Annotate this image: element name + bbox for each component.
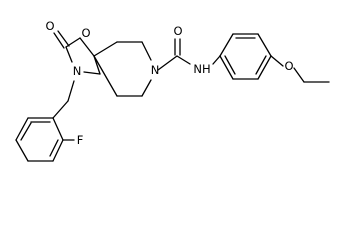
bond-ar-1	[219, 33, 234, 57]
atom-labels: O O N N O NH F O	[45, 19, 293, 147]
bond-cam-nh	[176, 55, 191, 65]
atom-oxo-o: O	[45, 19, 54, 33]
bond-ar-3	[257, 33, 272, 57]
bond-ch2-bz	[52, 100, 69, 119]
bond-c2-oxo-2	[57, 30, 70, 47]
atom-amide-nh: NH	[193, 62, 210, 76]
bond-c4-n	[83, 71, 101, 75]
bond-spiro-p1	[93, 41, 118, 57]
bond-ar-d2	[255, 55, 267, 75]
atom-ether-o: O	[284, 59, 293, 73]
bonds	[15, 30, 330, 162]
chemical-structure: O O N N O NH F O	[15, 19, 330, 162]
bond-ar-6	[219, 55, 234, 80]
bond-p2-n	[141, 41, 152, 61]
bond-bz-4	[15, 139, 29, 162]
bond-ar-d3	[224, 55, 236, 75]
bond-o1-spiro	[79, 37, 95, 57]
bond-nh-ar	[212, 55, 221, 65]
bond-o-ch2	[293, 67, 305, 83]
bond-ar-oet	[270, 55, 284, 67]
bond-bz-5	[15, 117, 29, 141]
bond-ar-4	[257, 55, 272, 80]
bond-p4-spiro	[93, 55, 118, 97]
atom-ring-o: O	[81, 26, 90, 40]
bond-n-cam	[157, 55, 178, 71]
atom-fluorine: F	[77, 133, 84, 147]
bond-n-ch2	[67, 80, 75, 102]
bond-c2-oxo-1	[53, 32, 65, 49]
bond-n-p3	[141, 79, 152, 97]
atom-pip-n: N	[151, 63, 160, 77]
bond-bz-2	[52, 139, 64, 162]
bond-n-c2	[65, 46, 73, 63]
bond-bz-1	[52, 117, 64, 141]
atom-amide-o: O	[173, 24, 182, 38]
bond-bz-d1	[49, 139, 59, 157]
bond-bz-d2	[20, 122, 32, 141]
atom-ring-n: N	[73, 64, 82, 78]
